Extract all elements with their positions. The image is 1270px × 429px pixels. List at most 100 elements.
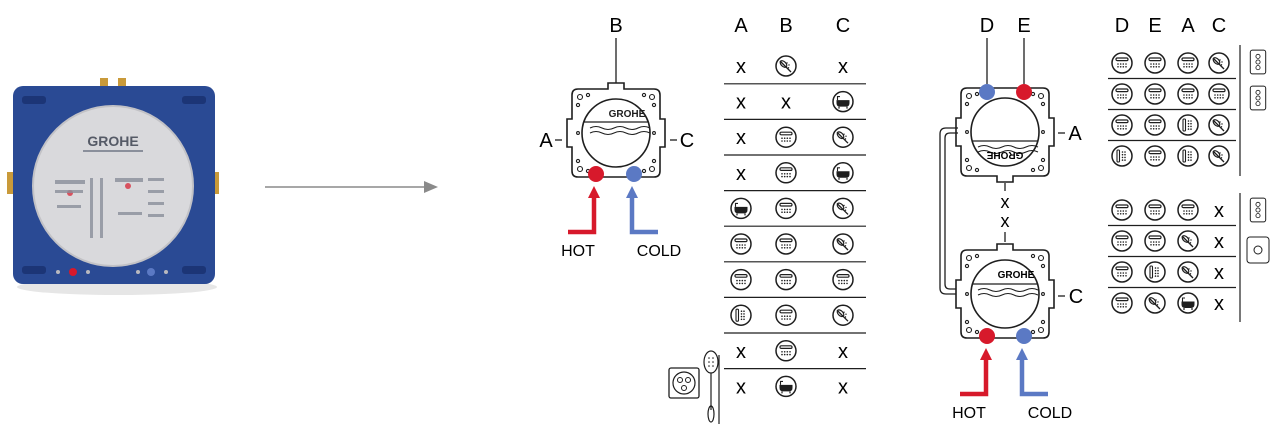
body-jet-icon	[1111, 145, 1133, 167]
hand-shower-icon	[1208, 114, 1230, 136]
hand-shower-icon	[1177, 230, 1199, 252]
table2-row	[1111, 114, 1230, 136]
overhead-shower-icon	[1111, 83, 1133, 105]
double-outlet-label-c: C	[1069, 286, 1083, 308]
hand-shower-icon	[1208, 145, 1230, 167]
hand-shower-icon	[775, 55, 797, 77]
hot-label: HOT	[561, 243, 595, 260]
valve-double: D E GROHE A x x GROHE C HOT	[939, 15, 1083, 422]
cold-label: COLD	[637, 243, 681, 260]
table1-row	[730, 268, 854, 291]
overhead-shower-icon	[775, 268, 797, 291]
connector-icons	[1239, 45, 1270, 322]
overhead-shower-icon	[1144, 52, 1166, 74]
no-outlet-mark: x	[1214, 262, 1224, 284]
overhead-shower-icon	[832, 268, 854, 291]
connection-mark-upper: x	[1001, 192, 1010, 212]
lower-valve-brand-logo: GROHE	[998, 270, 1035, 281]
hand-shower-icon	[832, 197, 854, 220]
product-photo: GROHE	[7, 78, 219, 295]
no-outlet-mark: x	[736, 163, 746, 185]
no-outlet-mark: x	[736, 92, 746, 114]
no-outlet-mark: x	[736, 127, 746, 149]
overhead-shower-icon	[730, 268, 752, 291]
table1-row	[730, 304, 854, 326]
table2-header-d: D	[1115, 15, 1129, 37]
body-jet-icon	[1177, 145, 1199, 167]
table2-row: x	[1111, 261, 1224, 284]
table2-header-c: C	[1212, 15, 1226, 37]
no-outlet-mark: x	[1214, 293, 1224, 315]
outlet-label-c: C	[680, 130, 694, 152]
hand-shower-icon	[832, 304, 854, 326]
overhead-shower-icon	[1144, 83, 1166, 105]
valve-single: B GROHE A C HOT COLD	[539, 15, 694, 260]
outlet-label-b: B	[609, 15, 622, 37]
no-outlet-mark: x	[736, 376, 746, 398]
hand-shower-icon	[832, 233, 854, 255]
table2-row	[1111, 145, 1230, 167]
body-jet-icon	[1144, 261, 1166, 283]
table1-header-a: A	[734, 15, 748, 37]
no-outlet-mark: x	[736, 341, 746, 363]
overhead-shower-icon	[1144, 230, 1166, 252]
table2-row	[1111, 52, 1230, 74]
table2-row: x	[1111, 230, 1224, 253]
product-cover	[32, 105, 194, 267]
double-cold-label: COLD	[1028, 405, 1072, 422]
double-outlet-label-a: A	[1068, 123, 1082, 145]
outlet-label-a: A	[539, 130, 553, 152]
overhead-shower-icon	[1177, 83, 1199, 105]
overhead-shower-icon	[1177, 52, 1199, 74]
overhead-shower-icon	[1144, 199, 1166, 221]
overhead-shower-icon	[1144, 114, 1166, 136]
overhead-shower-icon	[1111, 292, 1133, 314]
bathtub-icon	[1177, 292, 1199, 314]
table1-header-b: B	[779, 15, 792, 37]
product-brand-logo: GROHE	[87, 133, 138, 149]
cold-inlet	[626, 166, 642, 182]
table2-row: x	[1111, 292, 1224, 315]
cold-pipe	[629, 196, 658, 235]
upper-valve-brand-logo: GROHE	[986, 149, 1023, 160]
table2-row: x	[1111, 199, 1224, 222]
table2-header-e: E	[1148, 15, 1161, 37]
overhead-shower-icon	[775, 126, 797, 148]
connection-mark-lower: x	[1001, 211, 1010, 231]
no-outlet-mark: x	[838, 56, 848, 78]
hand-shower-icon	[832, 126, 854, 148]
no-outlet-mark: x	[1214, 231, 1224, 253]
hand-shower-icon	[1208, 52, 1230, 74]
overhead-shower-icon	[775, 340, 797, 362]
overhead-shower-icon	[775, 162, 797, 184]
overhead-shower-icon	[775, 197, 797, 220]
no-outlet-mark: x	[781, 92, 791, 114]
table1-row: x	[736, 126, 854, 149]
hand-shower-icon	[1144, 292, 1166, 314]
table1-row: x	[736, 162, 854, 185]
table2-row	[1111, 83, 1230, 105]
body-jet-icon	[1177, 114, 1199, 136]
overhead-shower-icon	[1208, 83, 1230, 105]
bathtub-icon	[730, 197, 752, 220]
overhead-shower-icon	[1111, 199, 1133, 221]
overhead-shower-icon	[1177, 199, 1199, 221]
overhead-shower-icon	[1144, 145, 1166, 167]
table1-header-c: C	[836, 15, 850, 37]
overhead-shower-icon	[730, 233, 752, 255]
table2-header-a: A	[1181, 15, 1195, 37]
bathtub-icon	[832, 162, 854, 184]
overhead-shower-icon	[1111, 114, 1133, 136]
overhead-shower-icon	[1111, 52, 1133, 74]
no-outlet-mark: x	[1214, 200, 1224, 222]
overhead-shower-icon	[1111, 230, 1133, 252]
hot-inlet	[588, 166, 604, 182]
hot-pipe	[568, 196, 597, 235]
valve-brand-logo: GROHE	[609, 109, 646, 120]
overhead-shower-icon	[775, 304, 797, 326]
double-hot-label: HOT	[952, 405, 986, 422]
